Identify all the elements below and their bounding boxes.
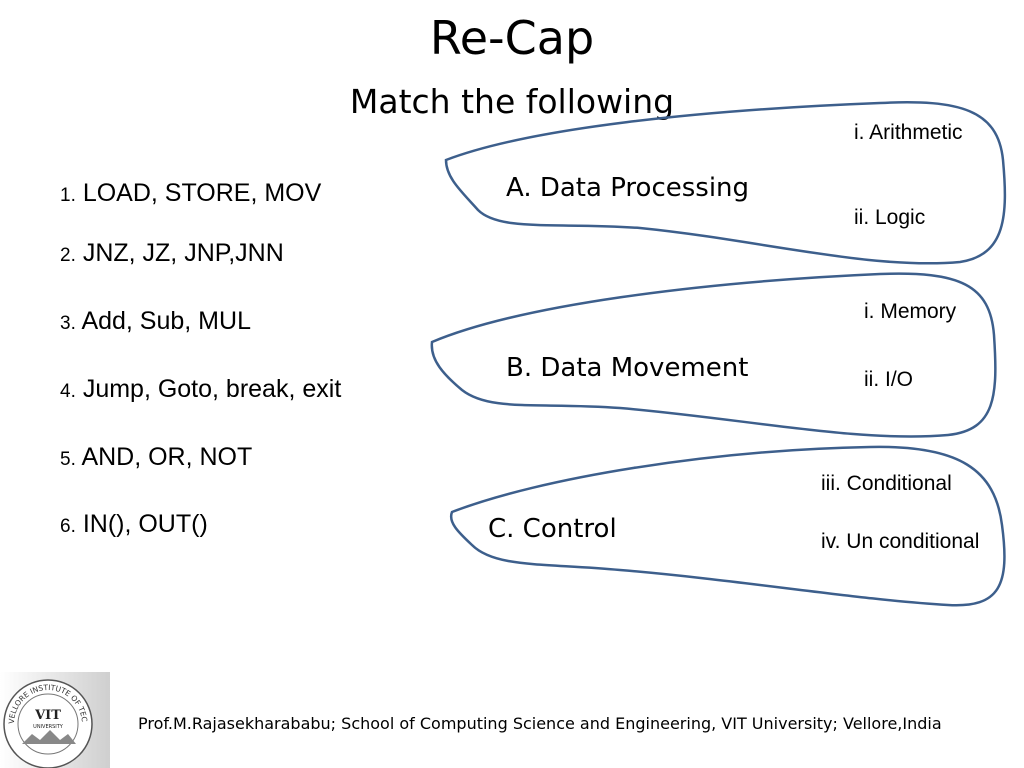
- slide-title: Re-Cap: [429, 11, 595, 65]
- list-item-text: LOAD, STORE, MOV: [82, 179, 322, 207]
- logo-subtext: UNIVERSITY: [33, 724, 64, 730]
- list-item-number: 4.: [60, 381, 76, 402]
- list-item-text: Add, Sub, MUL: [81, 307, 251, 335]
- category-label-c: C. Control: [488, 514, 617, 544]
- slide-subtitle: Match the following: [349, 82, 675, 121]
- list-item-text: Jump, Goto, break, exit: [82, 375, 342, 403]
- university-logo: VELLORE INSTITUTE OF TECHNOLOGY VIT UNIV…: [0, 672, 110, 768]
- option-label: ii. Logic: [854, 206, 926, 229]
- list-item-text: IN(), OUT(): [82, 510, 208, 538]
- category-label-b: B. Data Movement: [506, 353, 749, 383]
- list-item: 1. LOAD, STORE, MOV: [60, 178, 321, 211]
- list-item-number: 1.: [60, 185, 76, 206]
- list-item-number: 3.: [60, 313, 76, 334]
- option-label: i. Memory: [864, 300, 957, 323]
- list-item: 6. IN(), OUT(): [60, 509, 208, 542]
- option-label: ii. I/O: [864, 368, 914, 391]
- list-item: 3. Add, Sub, MUL: [60, 306, 251, 339]
- option-label: iv. Un conditional: [821, 530, 980, 553]
- list-item-text: JNZ, JZ, JNP,JNN: [82, 239, 284, 267]
- group-outline-c: [449, 445, 1006, 607]
- list-item-number: 6.: [60, 516, 76, 537]
- group-outline-b: [430, 272, 997, 438]
- list-item: 2. JNZ, JZ, JNP,JNN: [60, 238, 284, 271]
- list-item-number: 5.: [60, 449, 76, 470]
- list-item: 4. Jump, Goto, break, exit: [60, 374, 341, 407]
- footer-credit: Prof.M.Rajasekharababu; School of Comput…: [138, 714, 942, 733]
- list-item-number: 2.: [60, 245, 76, 266]
- logo-text: VIT: [34, 708, 61, 723]
- list-item: 5. AND, OR, NOT: [60, 442, 252, 475]
- group-outline-a: [444, 101, 1007, 265]
- option-label: iii. Conditional: [821, 472, 952, 495]
- option-label: i. Arithmetic: [854, 121, 963, 144]
- category-label-a: A. Data Processing: [506, 173, 750, 203]
- list-item-text: AND, OR, NOT: [81, 443, 253, 471]
